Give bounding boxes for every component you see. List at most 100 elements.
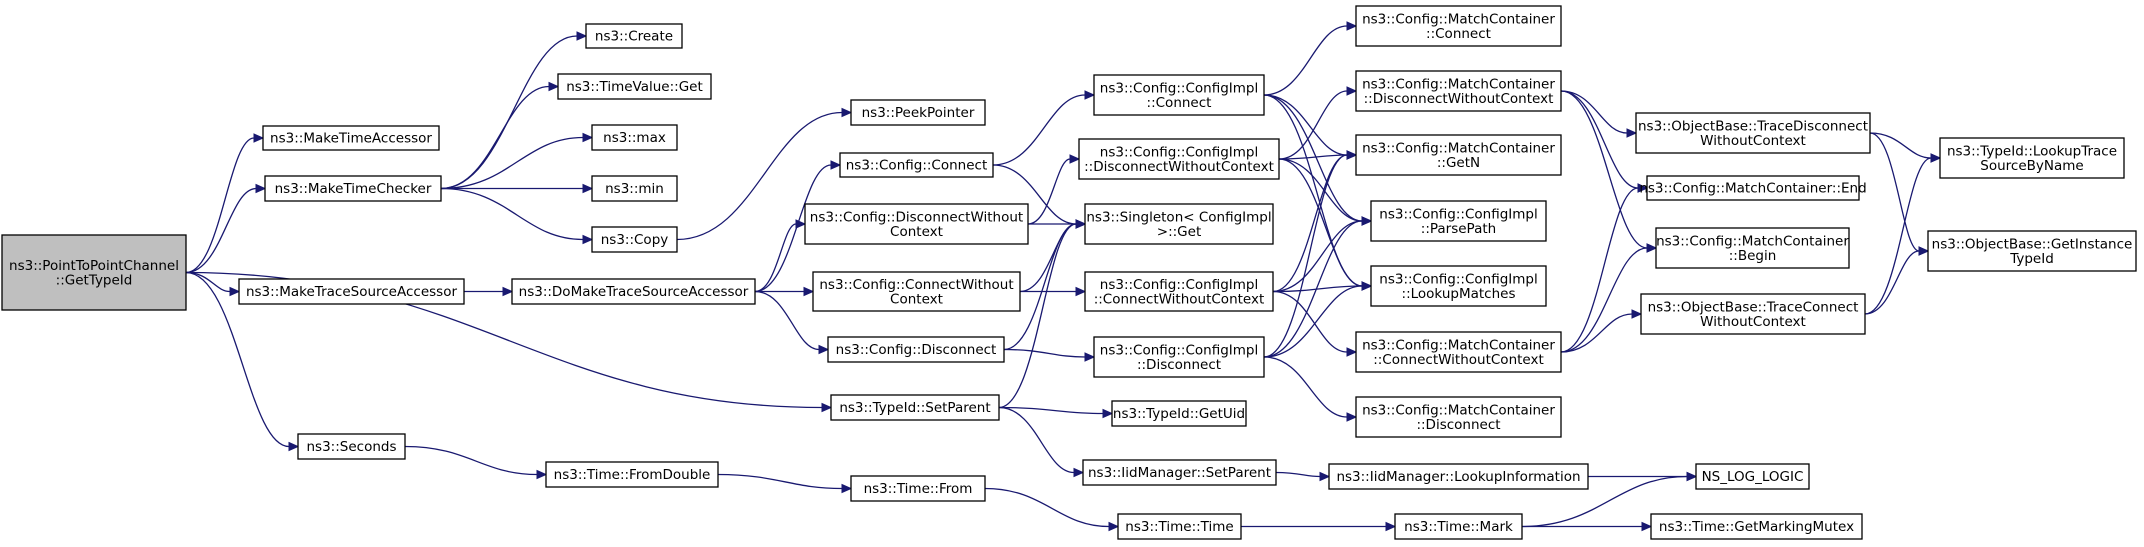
node-config-connect-without-context[interactable]: ns3::Config::ConnectWithoutContext xyxy=(812,271,1021,312)
node-impl-disconnect[interactable]: ns3::Config::ConfigImpl::Disconnect xyxy=(1093,336,1265,378)
node-make-time-accessor[interactable]: ns3::MakeTimeAccessor xyxy=(262,125,440,151)
edge-arrowhead xyxy=(253,133,265,143)
edge-line xyxy=(992,164,1077,225)
edge-point-to-point-channel-to-make-time-checker xyxy=(185,183,267,274)
node-obtrace-connect[interactable]: ns3::ObjectBase::TraceConnectWithoutCont… xyxy=(1640,293,1866,335)
node-box xyxy=(1370,265,1547,307)
edge-time-time-to-time-mark xyxy=(1241,521,1397,532)
node-min[interactable]: ns3::min xyxy=(591,175,678,202)
node-time-from[interactable]: ns3::Time::From xyxy=(850,475,986,502)
node-mcconnect-without-context[interactable]: ns3::Config::MatchContainer::ConnectWith… xyxy=(1355,331,1562,373)
node-type-id-get-uid[interactable]: ns3::TypeId::GetUid xyxy=(1111,400,1247,427)
edge-line xyxy=(1275,471,1321,478)
node-type-id-set-parent[interactable]: ns3::TypeId::SetParent xyxy=(830,394,1000,421)
node-box xyxy=(1084,271,1274,312)
edge-line xyxy=(998,406,1104,415)
node-label: ns3::MakeTimeAccessor xyxy=(270,131,432,147)
node-time-mark[interactable]: ns3::Time::Mark xyxy=(1394,513,1523,540)
edge-line xyxy=(1278,90,1348,160)
node-singleton-get[interactable]: ns3::Singleton< ConfigImpl>::Get xyxy=(1084,203,1274,245)
node-seconds[interactable]: ns3::Seconds xyxy=(297,433,406,460)
node-copy[interactable]: ns3::Copy xyxy=(591,226,678,253)
node-peek-pointer[interactable]: ns3::PeekPointer xyxy=(850,99,986,126)
edge-line xyxy=(185,271,290,448)
node-config-disconnect-without-context[interactable]: ns3::Config::DisconnectWithoutContext xyxy=(804,203,1029,245)
node-mcdisconnect-without-context[interactable]: ns3::Config::MatchContainer::DisconnectW… xyxy=(1355,70,1562,112)
node-iid-manager-set-parent[interactable]: ns3::IidManager::SetParent xyxy=(1082,459,1277,486)
node-iid-lookup-information[interactable]: ns3::IidManager::LookupInformation xyxy=(1328,463,1589,490)
node-label: ::Connect xyxy=(1147,95,1212,111)
edge-make-time-checker-to-time-value-get xyxy=(440,81,560,190)
edge-type-id-set-parent-to-iid-manager-set-parent xyxy=(998,406,1085,478)
node-config-disconnect[interactable]: ns3::Config::Disconnect xyxy=(827,336,1005,363)
node-box xyxy=(1635,112,1871,154)
node-box xyxy=(1355,5,1562,47)
node-mcdisconnect[interactable]: ns3::Config::MatchContainer::Disconnect xyxy=(1355,396,1562,438)
node-label: ns3::Config::MatchContainer::End xyxy=(1639,181,1866,197)
edge-impl-disconnect-to-impl-lookup-matches xyxy=(1263,281,1373,358)
node-impl-lookup-matches[interactable]: ns3::Config::ConfigImpl::LookupMatches xyxy=(1370,265,1547,307)
node-create[interactable]: ns3::Create xyxy=(585,23,683,49)
edge-obtrace-connect-to-lookup-trace-source-by-name xyxy=(1864,153,1942,315)
node-label: ns3::Config::ConfigImpl xyxy=(1379,271,1537,287)
node-box xyxy=(1655,227,1850,269)
node-mcget-n[interactable]: ns3::Config::MatchContainer::GetN xyxy=(1355,134,1562,176)
node-label: ::GetTypeId xyxy=(56,272,133,288)
edge-arrowhead xyxy=(1102,408,1114,419)
node-label: ns3::Config::MatchContainer xyxy=(1362,76,1555,92)
node-obtrace-disconnect[interactable]: ns3::ObjectBase::TraceDisconnectWithoutC… xyxy=(1635,112,1871,154)
node-nslog-logic[interactable]: NS_LOG_LOGIC xyxy=(1695,463,1810,490)
edge-make-time-checker-to-min xyxy=(441,183,594,194)
edge-arrowhead xyxy=(288,441,300,452)
edge-point-to-point-channel-to-seconds xyxy=(185,271,300,452)
edge-line xyxy=(1263,94,1363,222)
edge-arrowhead xyxy=(1646,243,1658,253)
node-impl-connect-without-context[interactable]: ns3::Config::ConfigImpl::ConnectWithoutC… xyxy=(1084,271,1274,312)
edge-line xyxy=(998,223,1077,409)
node-make-time-checker[interactable]: ns3::MakeTimeChecker xyxy=(264,175,442,202)
node-point-to-point-channel[interactable]: ns3::PointToPointChannel::GetTypeId xyxy=(1,234,187,311)
node-mcbegin[interactable]: ns3::Config::MatchContainer::Begin xyxy=(1655,227,1850,269)
node-box xyxy=(1640,293,1866,335)
node-impl-disconnect-without-context[interactable]: ns3::Config::ConfigImpl::DisconnectWitho… xyxy=(1078,138,1280,180)
node-mcconnect[interactable]: ns3::Config::MatchContainer::Connect xyxy=(1355,5,1562,47)
edge-arrowhead xyxy=(502,286,514,297)
node-label: ns3::Time::FromDouble xyxy=(554,467,711,483)
node-do-make-trace-source-accessor[interactable]: ns3::DoMakeTraceSourceAccessor xyxy=(511,278,756,305)
edge-impl-disconnect-to-mcget-n xyxy=(1263,150,1358,358)
edge-line xyxy=(1521,475,1688,528)
node-box xyxy=(1078,138,1280,180)
node-impl-connect[interactable]: ns3::Config::ConfigImpl::Connect xyxy=(1093,74,1265,116)
node-label: ns3::Singleton< ConfigImpl xyxy=(1086,209,1271,225)
node-label: ::ParsePath xyxy=(1421,221,1496,237)
edge-arrowhead xyxy=(1346,412,1358,422)
node-box xyxy=(511,278,756,305)
node-label: ns3::Config::MatchContainer xyxy=(1362,402,1555,418)
node-config-connect[interactable]: ns3::Config::Connect xyxy=(839,152,994,178)
node-box xyxy=(812,271,1021,312)
edge-point-to-point-channel-to-make-time-accessor xyxy=(185,133,265,274)
node-impl-parse-path[interactable]: ns3::Config::ConfigImpl::ParsePath xyxy=(1370,200,1547,242)
node-label: ns3::ObjectBase::GetInstance xyxy=(1932,236,2133,252)
edge-line xyxy=(185,137,255,274)
node-max[interactable]: ns3::max xyxy=(591,124,678,151)
node-mcend[interactable]: ns3::Config::MatchContainer::End xyxy=(1639,175,1867,201)
node-time-value-get[interactable]: ns3::TimeValue::Get xyxy=(557,73,712,100)
node-time-time[interactable]: ns3::Time::Time xyxy=(1117,513,1242,540)
edge-arrowhead xyxy=(1346,86,1358,96)
edge-line xyxy=(1560,187,1639,353)
edge-impl-connect-without-context-to-impl-parse-path xyxy=(1272,216,1373,293)
edge-arrowhead xyxy=(841,107,853,118)
node-label: ::DisconnectWithoutContext xyxy=(1364,91,1554,107)
edge-arrowhead xyxy=(255,183,267,194)
node-time-from-double[interactable]: ns3::Time::FromDouble xyxy=(545,461,719,488)
node-label: ns3::Config::ConfigImpl xyxy=(1100,277,1258,293)
node-time-get-marking-mutex[interactable]: ns3::Time::GetMarkingMutex xyxy=(1650,513,1863,540)
edge-arrowhead xyxy=(582,234,594,245)
edge-line xyxy=(440,85,550,190)
edge-line xyxy=(754,290,820,351)
node-make-trace-source-accessor[interactable]: ns3::MakeTraceSourceAccessor xyxy=(238,278,465,305)
edge-arrowhead xyxy=(1918,246,1930,256)
